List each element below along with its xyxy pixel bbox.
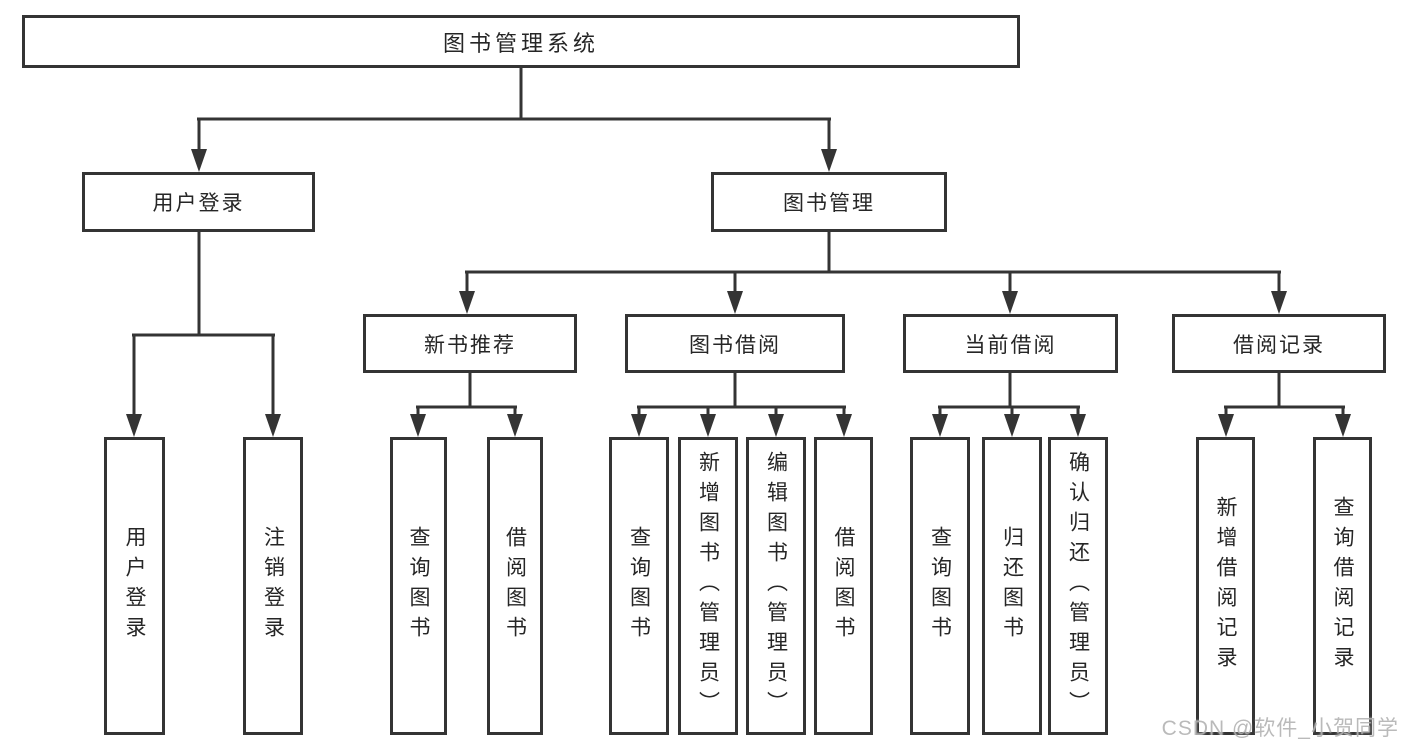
node-leaf-edit-book: 编辑图书（管理员） <box>746 437 806 735</box>
csdn-watermark: CSDN @软件_小贺同学 <box>1161 717 1399 740</box>
node-leaf-query-borrow-record: 查询借阅记录 <box>1313 437 1372 735</box>
node-borrow-records: 借阅记录 <box>1172 314 1386 373</box>
node-leaf-borrow-book-1: 借阅图书 <box>487 437 543 735</box>
node-leaf-return-book: 归还图书 <box>982 437 1042 735</box>
node-leaf-add-borrow-record: 新增借阅记录 <box>1196 437 1255 735</box>
node-leaf-user-login: 用户登录 <box>104 437 165 735</box>
connector-borrow-records-children <box>1218 373 1351 437</box>
node-leaf-borrow-book-2: 借阅图书 <box>814 437 873 735</box>
connector-root-to-level2 <box>191 68 837 172</box>
node-book-borrow: 图书借阅 <box>625 314 845 373</box>
connector-current-borrow-children <box>932 373 1086 437</box>
node-leaf-add-book: 新增图书（管理员） <box>678 437 738 735</box>
node-leaf-logout: 注销登录 <box>243 437 303 735</box>
node-root: 图书管理系统 <box>22 15 1020 68</box>
node-current-borrow: 当前借阅 <box>903 314 1118 373</box>
connector-user-login-children <box>126 232 281 437</box>
node-leaf-query-book-3: 查询图书 <box>910 437 970 735</box>
connector-new-book-rec-children <box>410 373 523 437</box>
connector-book-borrow-children <box>631 373 852 437</box>
node-leaf-confirm-return: 确认归还（管理员） <box>1048 437 1108 735</box>
node-user-login: 用户登录 <box>82 172 315 232</box>
node-leaf-query-book-1: 查询图书 <box>390 437 447 735</box>
node-new-book-rec: 新书推荐 <box>363 314 577 373</box>
node-leaf-query-book-2: 查询图书 <box>609 437 669 735</box>
connector-book-mgmt-children <box>459 232 1287 314</box>
node-book-mgmt: 图书管理 <box>711 172 947 232</box>
